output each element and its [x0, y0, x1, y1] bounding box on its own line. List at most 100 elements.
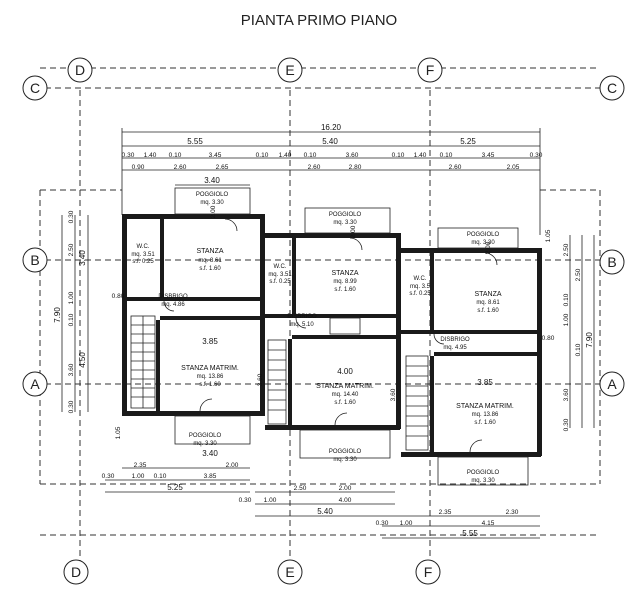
axis-marker-bottom-f: F [415, 559, 441, 585]
dim-right: 3.60 [563, 388, 570, 401]
dim-sub: 0.10 [440, 152, 453, 159]
left-dimensions: 7.90 3.40 4.50 3.60 0.30 0.30 2.50 1.00 … [53, 210, 89, 413]
dim-bottom: 0.30 [376, 520, 389, 527]
axis-label: B [30, 252, 39, 268]
room-sf: s.f. 1.60 [199, 382, 221, 388]
room-name: POGGIOLO [329, 449, 362, 455]
axis-marker-left-b: B [22, 247, 48, 273]
room-wc-2: W.C. mq. 3.51 s.f. 0.25 [268, 264, 292, 285]
dim-bottom: 4.15 [482, 520, 495, 527]
inner-dim: 3.85 [477, 378, 493, 387]
inner-dim: 2.00 [210, 205, 217, 218]
axis-marker-right-b: B [599, 249, 625, 275]
room-name: POGGIOLO [467, 470, 500, 476]
axis-label: A [607, 376, 617, 392]
room-disbrigo-1: DISBRIGO mq. 4.86 [158, 294, 188, 308]
inner-dim: 3.85 [202, 337, 218, 346]
room-area: mq. 8.99 [333, 279, 357, 285]
axis-label: C [607, 80, 617, 96]
room-area: mq. 3.30 [471, 478, 495, 484]
dim-bottom: 2.35 [439, 509, 452, 516]
room-sf: s.f. 0.25 [269, 279, 291, 285]
room-sf: s.f. 1.60 [477, 308, 499, 314]
dim-bottom: 2.00 [226, 462, 239, 469]
room-poggiolo-3: POGGIOLO mq. 3.30 [329, 212, 362, 226]
room-sf: s.f. 1.60 [334, 287, 356, 293]
dim-left: 4.50 [78, 352, 87, 368]
room-area: mq. 13.86 [197, 374, 224, 380]
room-name: W.C. [414, 276, 427, 282]
dim-bottom: 1.05 [115, 426, 122, 439]
inner-dim: 3.60 [257, 373, 264, 386]
plan-title: PIANTA PRIMO PIANO [241, 12, 397, 29]
room-wc-3: W.C. mq. 3.5 s.f. 0.25 [409, 276, 431, 297]
inner-dimensions: 3.60 3.60 0.80 0.80 2.00 2.00 2.00 [112, 205, 555, 401]
room-wc-1: W.C. mq. 3.51 s.f. 0.25 [131, 244, 155, 265]
room-name: W.C. [274, 264, 287, 270]
dim-overall: 16.20 [321, 123, 342, 132]
door-swings [163, 218, 498, 453]
bottom-dimensions: 2.35 2.00 0.30 1.00 0.10 3.85 5.25 3.40 … [102, 426, 540, 539]
axis-label: C [30, 80, 40, 96]
room-name: DISBRIGO [158, 294, 188, 300]
inner-dim: 0.80 [112, 293, 125, 300]
dim-bottom: 0.30 [239, 497, 252, 504]
dim-sub: 0.10 [169, 152, 182, 159]
dim-bottom: 5.25 [167, 483, 183, 492]
axis-marker-top-e: E [277, 57, 303, 83]
right-dimensions: 7.90 2.50 2.50 1.00 0.10 3.60 0.30 0.10 … [545, 229, 595, 431]
axis-label: D [71, 564, 81, 580]
dim-segment: 5.25 [460, 137, 476, 146]
dim-sub2: 0.90 [132, 164, 145, 171]
room-sf: s.f. 1.60 [334, 400, 356, 406]
dim-bottom: 0.30 [102, 473, 115, 480]
dim-right: 2.50 [563, 243, 570, 256]
room-area: mq. 3.30 [471, 240, 495, 246]
inner-dim: 2.00 [485, 241, 492, 254]
dim-left: 2.50 [68, 243, 75, 256]
room-area: mq. 13.86 [472, 412, 499, 418]
dim-left: 3.40 [78, 250, 87, 266]
stair-unit-2 [267, 317, 361, 425]
room-poggiolo-4: POGGIOLO mq. 3.30 [329, 449, 362, 463]
room-name: POGGIOLO [189, 433, 222, 439]
dim-sub: 0.10 [392, 152, 405, 159]
room-disbrigo-2: DISBRIGO mq. 5.10 [287, 314, 317, 328]
room-area: mq. 3.5 [410, 284, 431, 290]
walls-unit-1 [122, 214, 265, 416]
dim-right: 0.10 [575, 343, 582, 356]
room-matrim-3: STANZA MATRIM. mq. 13.86 s.f. 1.60 3.85 [456, 378, 514, 426]
room-name: STANZA [196, 248, 223, 255]
room-name: DISBRIGO [440, 337, 470, 343]
room-name: STANZA MATRIM. [316, 383, 374, 390]
dim-left: 0.10 [68, 313, 75, 326]
room-stanza-2: STANZA mq. 8.99 s.f. 1.60 [331, 270, 358, 293]
dim-bottom: 2.50 [294, 485, 307, 492]
axis-marker-right-a: A [599, 371, 625, 397]
dim-sub: 3.60 [346, 152, 359, 159]
room-area: mq. 4.86 [161, 302, 185, 308]
dim-sub: 1.40 [279, 152, 292, 159]
dim-sub: 0.10 [256, 152, 269, 159]
dim-segment: 5.55 [187, 137, 203, 146]
walls-unit-2 [265, 233, 401, 430]
dim-left: 1.00 [68, 291, 75, 304]
dim-sub2: 2.60 [174, 164, 187, 171]
room-poggiolo-6: POGGIOLO mq. 3.30 [467, 470, 500, 484]
dim-sub: 0.10 [304, 152, 317, 159]
room-poggiolo-2: POGGIOLO mq. 3.30 [189, 433, 222, 447]
walls-unit-3 [401, 248, 542, 457]
room-area: mq. 3.30 [193, 441, 217, 447]
room-name: POGGIOLO [467, 232, 500, 238]
axis-marker-left-c: C [22, 75, 48, 101]
inner-dim: 0.80 [542, 335, 555, 342]
axis-label: F [426, 62, 435, 78]
room-poggiolo-5: POGGIOLO mq. 3.30 [467, 232, 500, 246]
dim-sub2: 2.60 [449, 164, 462, 171]
dim-bottom: 1.00 [132, 473, 145, 480]
inner-dim: 2.00 [350, 225, 357, 238]
room-area: mq. 8.61 [198, 258, 222, 264]
room-stanza-3: STANZA mq. 8.61 s.f. 1.60 [474, 291, 501, 314]
room-name: STANZA [474, 291, 501, 298]
